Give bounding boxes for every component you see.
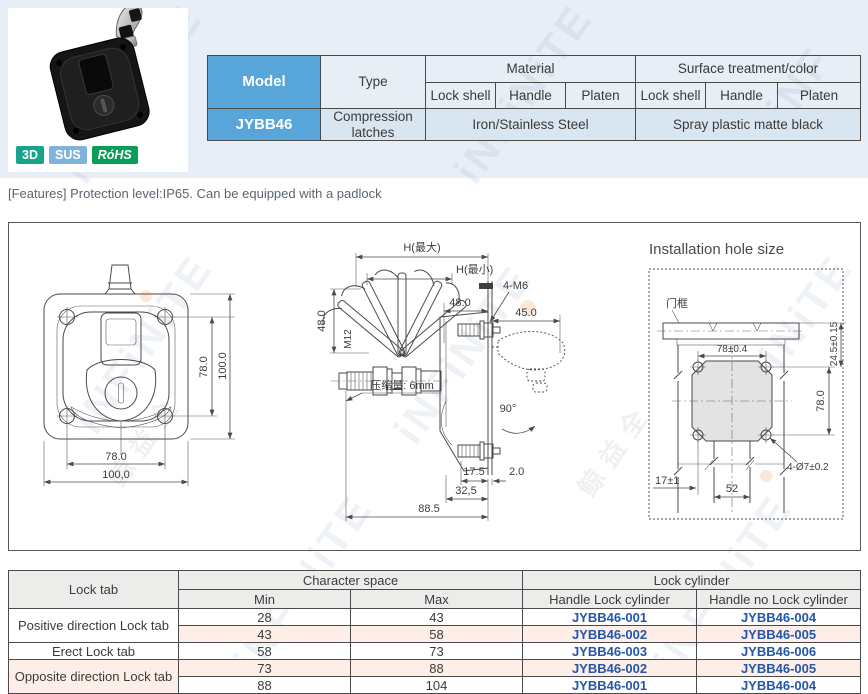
- cell-handle-lock: JYBB46-002: [522, 659, 698, 677]
- cell-handle-lock: JYBB46-002: [522, 625, 698, 643]
- latch-arm-fan: [322, 269, 467, 358]
- install-dim-78r: 78.0: [815, 390, 827, 411]
- spec-material-header: Material: [424, 55, 637, 83]
- drawing-box: 78.0 100,0 78.0 100.0: [8, 222, 861, 551]
- group-name-erect: Erect Lock tab: [8, 642, 179, 660]
- install-dim-52: 52: [726, 483, 738, 495]
- side-dim-hmin: H(最小): [456, 263, 493, 276]
- lock-table: Lock tab Character space Lock cylinder M…: [8, 570, 862, 694]
- install-dim-17: 17±1: [655, 475, 679, 487]
- cell-handle-no-lock: JYBB46-004: [696, 608, 862, 626]
- character-space-header: Character space: [177, 570, 524, 590]
- badge-row: 3D SUS RóHS: [16, 146, 138, 164]
- cell-max: 88: [349, 659, 524, 677]
- front-view: 78.0 100,0 78.0 100.0: [43, 264, 235, 486]
- side-dim-48h: 48.0: [449, 297, 470, 309]
- spec-model-header: Model: [207, 55, 321, 109]
- side-dim-175: 17.5: [463, 466, 484, 478]
- cell-handle-no-lock: JYBB46-004: [696, 676, 862, 694]
- features-text: [Features] Protection level:IP65. Can be…: [8, 186, 382, 201]
- cell-handle-no-lock: JYBB46-006: [696, 642, 862, 660]
- cell-min: 43: [178, 625, 351, 643]
- cell-max: 73: [349, 642, 524, 660]
- spec-table: Model Type Material Surface treatment/co…: [207, 55, 862, 142]
- install-title: Installation hole size: [649, 241, 784, 258]
- open-handle-phantom: [492, 331, 566, 393]
- side-view: H(最大) H(最小) 48.0 45.0 4-M6 48.0 M12 压缩量:…: [316, 240, 566, 521]
- group-name-positive: Positive direction Lock tab: [8, 608, 179, 643]
- side-dim-hmax: H(最大): [403, 240, 440, 254]
- max-header: Max: [349, 589, 524, 609]
- side-label-90: 90°: [500, 403, 517, 415]
- badge-3d[interactable]: 3D: [16, 146, 44, 164]
- spec-type-header: Type: [320, 55, 426, 109]
- mounting-stud-bottom: [457, 441, 501, 461]
- cell-handle-lock: JYBB46-001: [522, 608, 698, 626]
- spec-surface-header: Surface treatment/color: [635, 55, 862, 83]
- cell-handle-lock: JYBB46-003: [522, 642, 698, 660]
- shaft: [331, 366, 449, 396]
- mounting-stud-top: [457, 320, 501, 340]
- min-header: Min: [178, 589, 351, 609]
- side-dim-45: 45.0: [515, 307, 536, 319]
- cell-max: 104: [349, 676, 524, 694]
- cell-max: 58: [349, 625, 524, 643]
- side-dim-325: 32,5: [455, 485, 476, 497]
- install-dim-245: 24.5±0.15: [829, 321, 840, 366]
- spec-subheader: Handle: [705, 82, 779, 109]
- installation-view: Installation hole size 门框 78±0.4 78.0: [648, 241, 846, 520]
- spec-type-value: Compression latches: [320, 107, 426, 142]
- cell-min: 88: [178, 676, 351, 694]
- spec-model-value: JYBB46: [207, 107, 321, 142]
- front-dim-100v: 100.0: [217, 352, 229, 380]
- cell-min: 73: [178, 659, 351, 677]
- cell-max: 43: [349, 608, 524, 626]
- cell-handle-lock: JYBB46-001: [522, 676, 698, 694]
- spec-subheader: Handle: [495, 82, 566, 109]
- product-photo: [49, 3, 150, 141]
- side-label-m12: M12: [343, 329, 354, 349]
- cell-handle-no-lock: JYBB46-005: [696, 625, 862, 643]
- handle-lock-header: Handle Lock cylinder: [522, 589, 698, 609]
- side-dim-20: 2.0: [509, 466, 524, 478]
- badge-rohs[interactable]: RóHS: [91, 146, 138, 164]
- side-label-4m6: 4-M6: [503, 280, 528, 292]
- product-card: 3D SUS RóHS: [8, 3, 188, 172]
- handle-no-lock-header: Handle no Lock cylinder: [696, 589, 862, 609]
- badge-sus[interactable]: SUS: [48, 146, 87, 164]
- cell-min: 58: [178, 642, 351, 660]
- lock-tab-header: Lock tab: [8, 570, 179, 609]
- spec-subheader: Platen: [777, 82, 862, 109]
- front-dim-100: 100,0: [102, 469, 130, 481]
- front-dim-78v: 78.0: [198, 356, 210, 377]
- install-dim-holes: 4-Ø7±0.2: [787, 462, 829, 473]
- lock-cylinder-header: Lock cylinder: [522, 570, 862, 590]
- side-label-compression: 压缩量: 6mm: [370, 379, 434, 392]
- spec-surface-value: Spray plastic matte black: [635, 107, 862, 142]
- technical-drawing: 78.0 100,0 78.0 100.0: [43, 240, 846, 521]
- spec-subheader: Lock shell: [635, 82, 707, 109]
- install-label-doorframe: 门框: [666, 296, 688, 310]
- group-name-opposite: Opposite direction Lock tab: [8, 659, 179, 694]
- front-dim-78: 78.0: [105, 451, 126, 463]
- spec-subheader: Platen: [564, 82, 637, 109]
- side-dim-885: 88.5: [418, 503, 439, 515]
- cell-handle-no-lock: JYBB46-005: [696, 659, 862, 677]
- spec-subheader: Lock shell: [425, 82, 496, 109]
- cell-min: 28: [178, 608, 351, 626]
- side-dim-48v: 48.0: [316, 310, 328, 331]
- install-dim-78t: 78±0.4: [717, 344, 748, 355]
- spec-material-value: Iron/Stainless Steel: [424, 107, 637, 142]
